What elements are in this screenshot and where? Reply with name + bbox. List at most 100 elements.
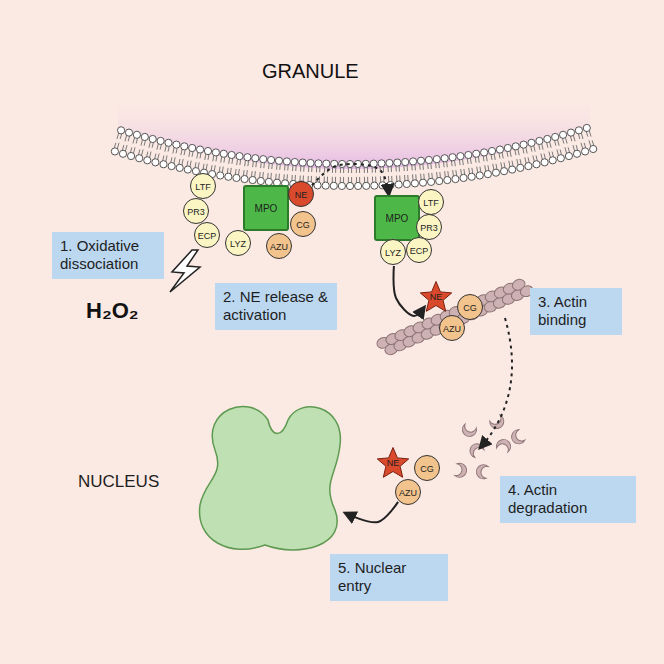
protein-circle: LYZ [380,239,406,265]
protein-circle: LYZ [225,230,251,256]
lipid-head [552,133,559,140]
lipid-head [509,166,516,173]
lipid-head [403,180,410,187]
lipid-head [204,147,211,154]
lipid-head [460,174,467,181]
oxidant-label: H₂O₂ [86,298,139,324]
protein-circle: LTF [190,173,216,199]
lipid-head [212,149,219,156]
protein-circle: CG [290,211,316,237]
lipid-head [541,159,548,166]
nucleus-label: NUCLEUS [78,472,159,492]
protein-label: CG [415,456,439,482]
lipid-head [176,164,183,171]
lipid-head [355,182,362,189]
lipid-head [299,159,306,166]
lipid-head [119,150,126,157]
actin-fragments [455,415,525,479]
lipid-head [136,155,143,162]
lipid-head [275,157,282,164]
lipid-head [394,159,401,166]
protein-label: MPO [255,203,278,214]
lipid-head [225,173,232,180]
lipid-head [436,177,443,184]
lipid-head [525,163,532,170]
lipid-head [233,174,240,181]
lipid-head [549,157,556,164]
lipid-head [168,163,175,170]
lipid-head [244,154,251,161]
lipid-head [575,127,582,134]
protein-label: MPO [386,213,409,224]
lipid-head [425,156,432,163]
lipid-head [111,148,118,155]
lipid-head [395,181,402,188]
lipid-head [533,161,540,168]
lipid-head [465,151,472,158]
protein-label: AZU [440,316,464,342]
lipid-head [228,151,235,158]
lipid-head [410,158,417,165]
lipid-head [291,158,298,165]
protein-circle: PR3 [183,198,209,224]
lipid-head [338,182,345,189]
lipid-head [184,166,191,173]
lipid-head [452,175,459,182]
actin-fragment [467,441,485,458]
lipid-head [371,182,378,189]
protein-label: CG [291,212,315,238]
lipid-head [152,159,159,166]
step-label: 5. Nuclear entry [338,559,440,596]
protein-label: NE [376,446,410,481]
protein-label: AZU [267,234,291,260]
lipid-head [520,141,527,148]
lipid-head [141,133,148,140]
lipid-head [217,172,224,179]
actin-fragment [496,438,513,453]
lipid-head [268,156,275,163]
lipid-head [249,176,256,183]
nucleus-shape: NUCLEUS [70,390,345,560]
granule-lumen [118,95,590,169]
lipid-head [257,177,264,184]
lipid-head [444,176,451,183]
lipid-head [457,153,464,160]
protein-circle: LTF [418,189,444,215]
lipid-head [323,160,330,167]
lipid-head [583,124,590,131]
protein-label: ECP [195,223,219,249]
lipid-head [496,146,503,153]
lipid-head [441,155,448,162]
elastase-star: NE [376,446,410,480]
protein-circle: CG [457,294,483,320]
protein-label: AZU [396,480,420,506]
lipid-head [307,159,314,166]
step-label: 1. Oxidative dissociation [60,237,156,274]
flow-arrow [345,502,398,522]
lipid-head [160,161,167,168]
actin-fragment [460,424,477,439]
step-box: 5. Nuclear entry [330,554,448,601]
protein-circle: CG [414,455,440,481]
lipid-head [118,127,125,134]
flow-arrow [312,164,389,195]
lipid-head [428,178,435,185]
lipid-head [378,160,385,167]
lipid-head [528,139,535,146]
lipid-head [567,129,574,136]
step-box: 1. Oxidative dissociation [52,232,164,279]
lipid-head [144,157,151,164]
lipid-head [544,135,551,142]
actin-fragment [509,429,525,446]
protein-label: NE [419,280,453,315]
lipid-head [565,152,572,159]
flow-arrow [393,266,424,316]
lipid-head [196,146,203,153]
lipid-head [417,157,424,164]
lipid-head [173,141,180,148]
lipid-head [517,164,524,171]
lipid-head [370,160,377,167]
protein-circle: AZU [439,315,465,341]
protein-label: CG [458,295,482,321]
